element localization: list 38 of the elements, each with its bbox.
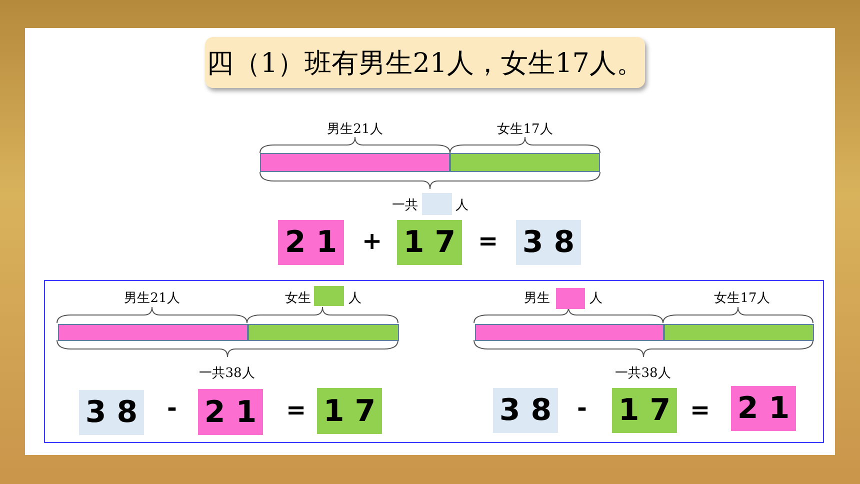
bracket-label: 人: [456, 197, 468, 214]
bracket-label: 人: [348, 290, 362, 307]
operator-sign: +: [362, 227, 382, 255]
answer-box: [422, 193, 452, 215]
bar-segment: [248, 324, 399, 341]
number-box: 2 1: [198, 389, 263, 435]
bar-segment: [475, 324, 664, 341]
bracket-label: 女生17人: [714, 290, 770, 307]
bracket-label: 男生21人: [327, 121, 383, 138]
answer-box: [314, 286, 344, 306]
number-box: 1 7: [397, 220, 462, 265]
bar-segment: [58, 324, 248, 341]
number-box: 2 1: [731, 386, 796, 431]
operator-sign: =: [690, 396, 710, 424]
bar-segment: [260, 153, 450, 172]
operator-sign: -: [577, 394, 587, 422]
bracket-label: 女生: [285, 290, 311, 307]
title-box: 四（1）班有男生21人，女生17人。: [205, 37, 645, 88]
bracket-label: 一共38人: [615, 365, 671, 382]
bar-segment: [664, 324, 814, 341]
bracket-label: 男生21人: [124, 290, 180, 307]
operator-sign: =: [478, 227, 498, 255]
bracket-label: 一共: [392, 197, 418, 214]
operator-sign: -: [167, 394, 177, 422]
number-box: 2 1: [278, 220, 344, 265]
operator-sign: =: [286, 396, 306, 424]
bracket-label: 一共38人: [199, 365, 255, 382]
bracket-label: 人: [590, 290, 602, 307]
answer-box: [556, 288, 585, 309]
number-box: 1 7: [317, 388, 382, 434]
number-box: 3 8: [79, 390, 144, 435]
number-box: 3 8: [493, 388, 558, 433]
bracket-label: 男生: [524, 290, 550, 307]
frame-box: [44, 280, 824, 443]
bar-segment: [450, 153, 600, 172]
number-box: 1 7: [612, 388, 677, 433]
bracket-label: 女生17人: [497, 121, 553, 138]
number-box: 3 8: [516, 220, 581, 265]
